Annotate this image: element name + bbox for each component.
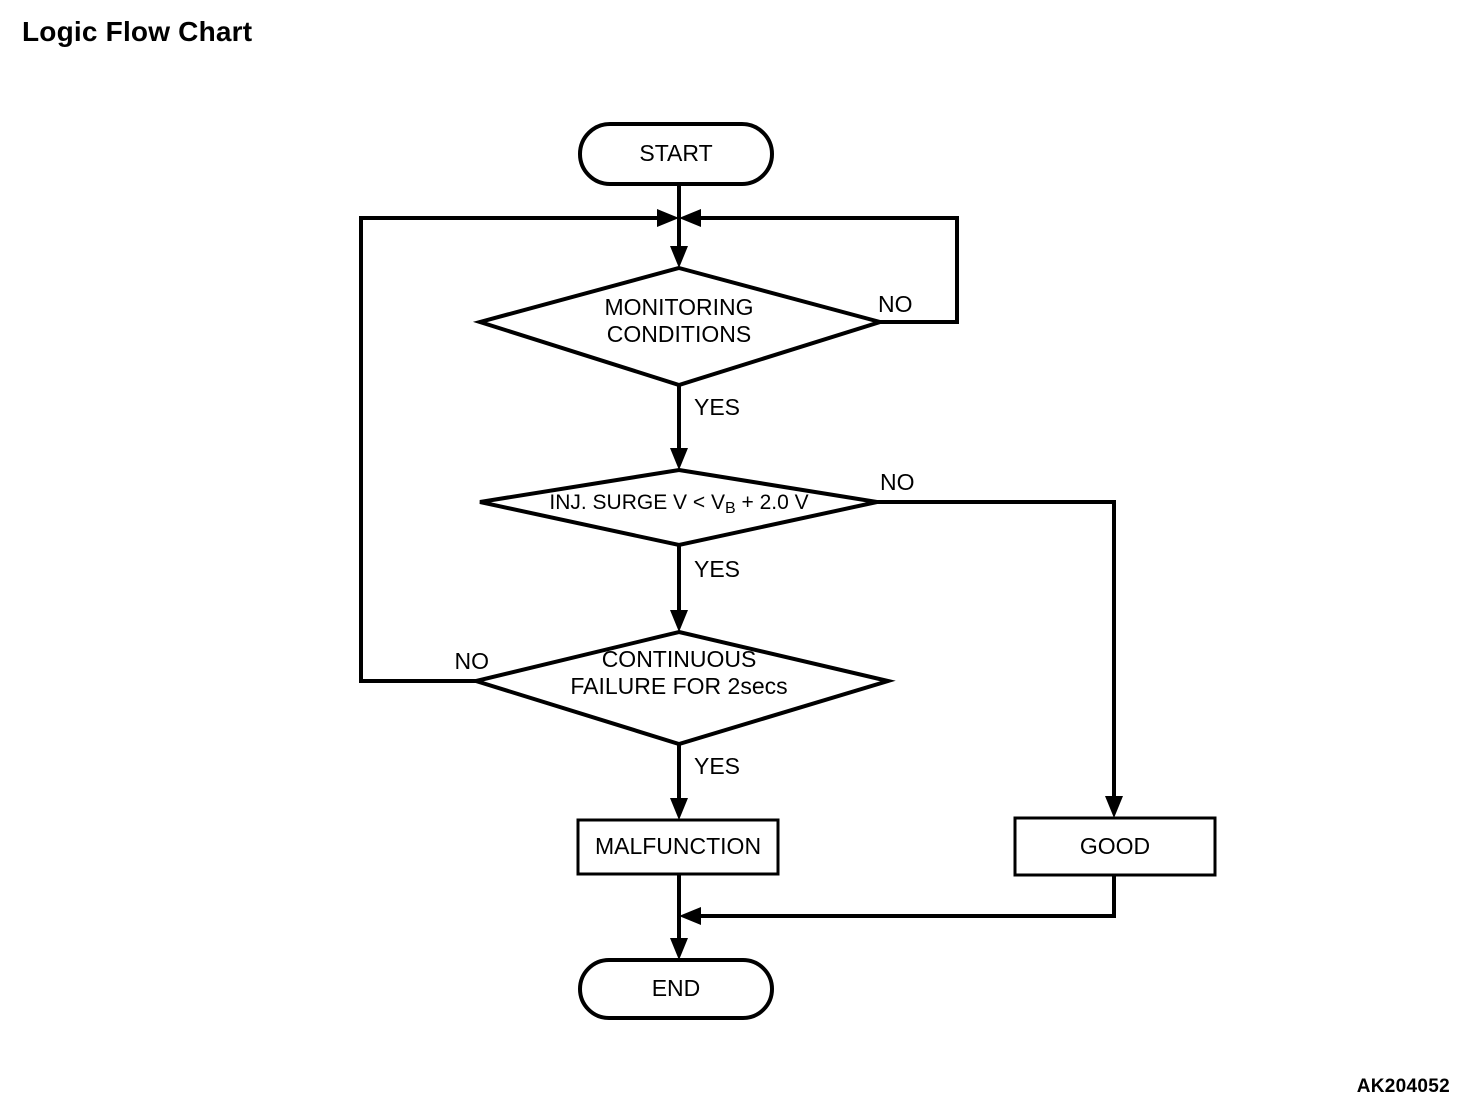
monitoring-conditions-label-line1: MONITORING [604, 294, 753, 320]
edge-label-continuous-no: NO [455, 648, 490, 674]
continuous-failure-label-line1: CONTINUOUS [602, 646, 757, 672]
edge-monitoring-no-feedback [679, 209, 959, 324]
page-title: Logic Flow Chart [22, 16, 253, 47]
malfunction-label: MALFUNCTION [595, 833, 761, 859]
inj-surge-shape [479, 467, 878, 548]
edge-label-inj-surge-no: NO [880, 469, 915, 495]
edge-good-to-end [679, 875, 1116, 925]
continuous-failure-shape [468, 629, 896, 747]
node-inj-surge[interactable]: INJ. SURGE V < VB + 2.0 V [479, 467, 878, 548]
edge-label-monitoring-yes: YES [694, 394, 740, 420]
edge-junction-to-monitoring [670, 218, 688, 268]
edge-malfunction-to-end [670, 874, 688, 960]
figure-reference-code: AK204052 [1356, 1076, 1450, 1097]
node-good[interactable]: GOOD [1013, 816, 1217, 877]
start-label: START [639, 140, 712, 166]
end-shape [578, 958, 774, 1020]
malfunction-shape [576, 818, 780, 876]
edge-inj-surge-no-to-good [877, 500, 1123, 818]
inj-surge-label-tail: + 2.0 V [736, 491, 809, 514]
monitoring-conditions-shape [472, 265, 888, 388]
edge-label-monitoring-no: NO [878, 291, 913, 317]
node-monitoring-conditions[interactable]: MONITORING CONDITIONS [472, 265, 888, 388]
edge-label-continuous-yes: YES [694, 753, 740, 779]
node-continuous-failure[interactable]: CONTINUOUS FAILURE FOR 2secs [468, 629, 896, 747]
monitoring-conditions-label-line2: CONDITIONS [607, 321, 751, 347]
continuous-failure-label-line2: FAILURE FOR 2secs [570, 673, 787, 699]
start-shape [578, 122, 774, 186]
good-label: GOOD [1080, 833, 1150, 859]
edge-monitoring-yes-to-inj-surge [670, 385, 688, 470]
edge-inj-surge-yes-to-continuous [670, 545, 688, 632]
end-label: END [652, 975, 701, 1001]
edge-label-inj-surge-yes: YES [694, 556, 740, 582]
inj-surge-label-subscript: B [725, 500, 736, 517]
node-start[interactable]: START [578, 122, 774, 186]
inj-surge-label: INJ. SURGE V < VB + 2.0 V [549, 491, 808, 518]
node-malfunction[interactable]: MALFUNCTION [576, 818, 780, 876]
good-shape [1013, 816, 1217, 877]
edge-continuous-yes-to-malfunction [670, 744, 688, 820]
inj-surge-label-main: INJ. SURGE V < V [549, 491, 725, 514]
node-end[interactable]: END [578, 958, 774, 1020]
edge-continuous-no-feedback [359, 209, 679, 683]
